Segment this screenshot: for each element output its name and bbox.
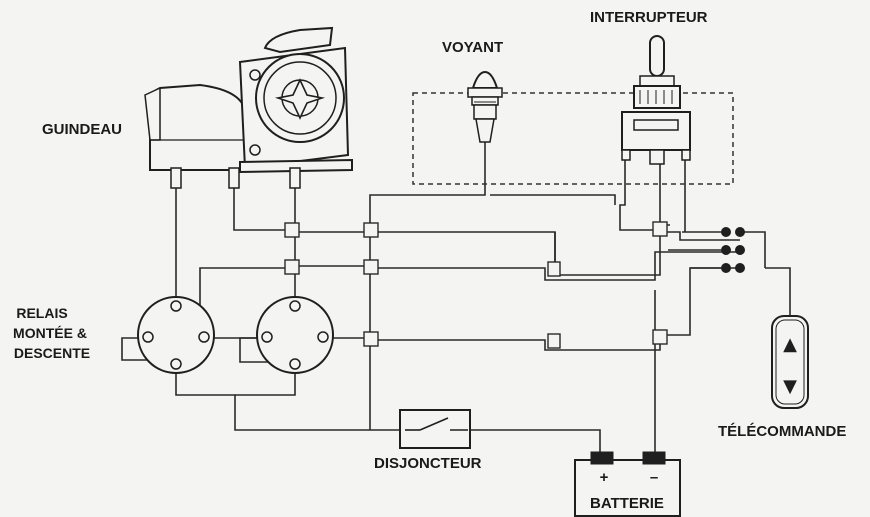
battery-plus-sign: + bbox=[600, 469, 609, 486]
wire-voyant bbox=[369, 140, 486, 232]
wire-guindeau-mid bbox=[233, 188, 556, 270]
label-telecommande: TÉLÉCOMMANDE bbox=[718, 423, 846, 440]
remote-control bbox=[668, 227, 809, 409]
label-disjoncteur: DISJONCTEUR bbox=[374, 455, 482, 472]
wire-disj-to-batt bbox=[468, 429, 601, 455]
label-relais-1: RELAIS bbox=[16, 305, 67, 321]
wire-row2 bbox=[199, 265, 546, 305]
relay-2 bbox=[256, 296, 334, 374]
label-voyant: VOYANT bbox=[442, 39, 503, 56]
wire-switch-right bbox=[659, 160, 670, 226]
label-interrupteur: INTERRUPTEUR bbox=[590, 9, 708, 26]
windlass-illustration bbox=[144, 26, 353, 189]
wiring bbox=[121, 140, 791, 455]
label-guindeau: GUINDEAU bbox=[42, 121, 122, 138]
wire-remote-top bbox=[740, 231, 766, 268]
indicator-lamp-illustration bbox=[467, 70, 503, 143]
toggle-switch-illustration bbox=[621, 35, 691, 165]
remote-up-button[interactable]: ▲ bbox=[783, 334, 797, 355]
label-batterie: BATTERIE bbox=[590, 495, 664, 512]
wire-switch-voyant bbox=[490, 194, 616, 205]
wire-remote-down bbox=[765, 267, 791, 315]
relay-1 bbox=[137, 296, 215, 374]
wire-row2-right bbox=[544, 251, 740, 281]
label-relais-2: MONTÉE & bbox=[13, 325, 87, 341]
switch-panel-outline bbox=[412, 92, 734, 185]
remote-connector-pins bbox=[668, 227, 745, 273]
battery-symbol bbox=[574, 451, 681, 517]
wire-relay2-bottom bbox=[235, 366, 296, 396]
wire-switch-left bbox=[619, 160, 660, 231]
battery-minus-sign: – bbox=[650, 469, 658, 486]
circuit-breaker-symbol bbox=[399, 409, 471, 449]
remote-down-button[interactable]: ▼ bbox=[783, 376, 797, 397]
label-relais-3: DESCENTE bbox=[14, 345, 90, 361]
